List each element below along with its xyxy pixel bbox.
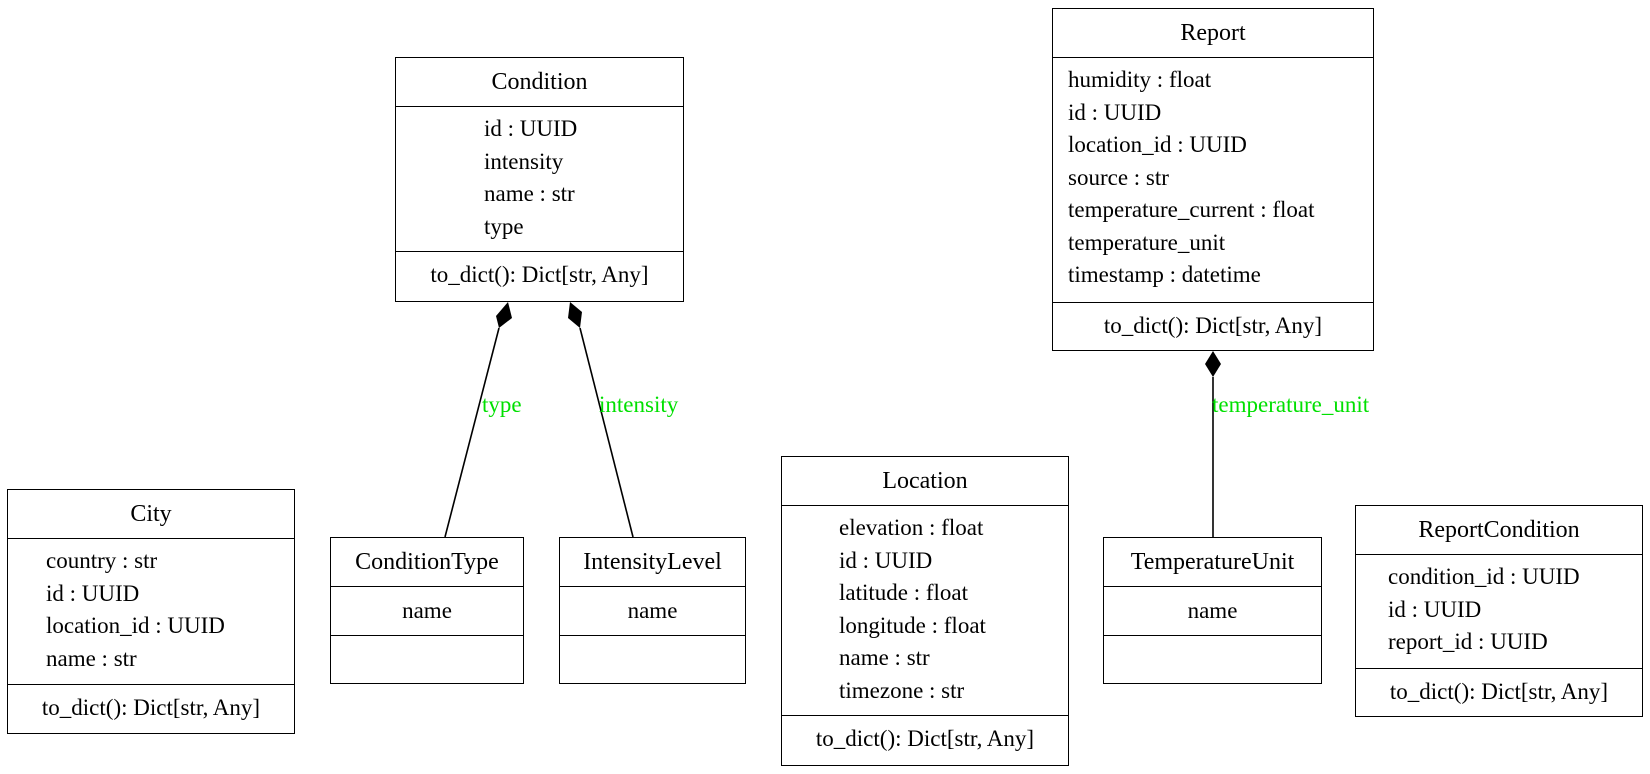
attribute: id : UUID <box>484 116 578 141</box>
attribute: temperature_current : float <box>1068 197 1315 222</box>
composition-diamond-icon <box>568 302 582 328</box>
class-report-condition: ReportCondition condition_id : UUID id :… <box>1355 505 1643 717</box>
attribute: location_id : UUID <box>1068 132 1247 157</box>
class-name: ReportCondition <box>1418 517 1580 543</box>
attribute: name : str <box>46 645 137 671</box>
class-report: Report humidity : float id : UUID locati… <box>1052 8 1374 351</box>
attribute: humidity : float <box>1068 67 1212 92</box>
attribute: name <box>627 598 678 623</box>
relation-intensity: intensity <box>568 302 679 538</box>
methods-section: to_dict(): Dict[str, Any] <box>396 251 683 300</box>
attribute: country : str <box>46 548 158 573</box>
class-name: Report <box>1180 20 1246 46</box>
method: to_dict(): Dict[str, Any] <box>1389 679 1609 704</box>
relation-type: type <box>444 302 522 538</box>
attribute: report_id : UUID <box>1388 629 1548 654</box>
attribute: longitude : float <box>839 612 986 638</box>
attribute: location_id : UUID <box>46 613 225 638</box>
class-city: City country : str id : UUID location_id… <box>7 489 295 734</box>
attributes-section: name <box>560 586 745 635</box>
attribute: condition_id : UUID <box>1388 564 1580 589</box>
composition-diamond-icon <box>1205 351 1221 377</box>
attributes-section: name <box>1104 586 1321 635</box>
attribute: type <box>484 213 524 239</box>
attributes-section: id : UUID intensity name : str type <box>396 106 683 251</box>
attribute: name : str <box>839 645 930 670</box>
relation-label-type: type <box>482 392 522 417</box>
attribute: id : UUID <box>839 547 933 573</box>
attribute: name <box>402 598 452 623</box>
attribute: id : UUID <box>46 580 140 606</box>
methods-section: to_dict(): Dict[str, Any] <box>1053 302 1373 350</box>
class-name: TemperatureUnit <box>1130 549 1295 575</box>
class-location: Location elevation : float id : UUID lat… <box>781 456 1069 766</box>
attributes-section: elevation : float id : UUID latitude : f… <box>782 505 1068 715</box>
class-name: Location <box>882 468 968 494</box>
attributes-section: humidity : float id : UUID location_id :… <box>1053 57 1373 302</box>
attributes-section: country : str id : UUID location_id : UU… <box>8 538 294 684</box>
attribute: name <box>1187 598 1238 623</box>
class-name: City <box>130 501 172 527</box>
attribute: timezone : str <box>839 677 965 703</box>
methods-section <box>331 635 523 683</box>
class-condition: Condition id : UUID intensity name : str… <box>395 57 684 302</box>
relation-label-temperature-unit: temperature_unit <box>1212 392 1370 417</box>
methods-section: to_dict(): Dict[str, Any] <box>782 715 1068 763</box>
class-name: Condition <box>491 69 588 95</box>
methods-section <box>560 635 745 683</box>
attribute: timestamp : datetime <box>1068 262 1261 287</box>
class-condition-type: ConditionType name <box>330 537 524 684</box>
class-temperature-unit: TemperatureUnit name <box>1103 537 1322 684</box>
composition-diamond-icon <box>496 302 512 328</box>
attribute: id : UUID <box>1388 596 1482 622</box>
class-name: ConditionType <box>355 549 499 575</box>
methods-section <box>1104 635 1321 683</box>
attribute: intensity <box>484 148 564 174</box>
relation-temperature-unit: temperature_unit <box>1205 351 1370 537</box>
attribute: temperature_unit <box>1068 229 1226 255</box>
attributes-section: condition_id : UUID id : UUID report_id … <box>1356 554 1642 668</box>
method: to_dict(): Dict[str, Any] <box>815 726 1035 751</box>
attribute: id : UUID <box>1068 99 1162 125</box>
attribute: latitude : float <box>839 580 969 605</box>
methods-section: to_dict(): Dict[str, Any] <box>8 684 294 732</box>
method: to_dict(): Dict[str, Any] <box>41 695 261 720</box>
attribute: name : str <box>484 181 575 206</box>
relation-label-intensity: intensity <box>599 392 679 417</box>
class-name: IntensityLevel <box>583 549 722 575</box>
method: to_dict(): Dict[str, Any] <box>430 262 649 287</box>
attribute: elevation : float <box>839 515 984 540</box>
method: to_dict(): Dict[str, Any] <box>1103 313 1323 338</box>
class-intensity-level: IntensityLevel name <box>559 537 746 684</box>
attribute: source : str <box>1068 164 1169 190</box>
methods-section: to_dict(): Dict[str, Any] <box>1356 668 1642 716</box>
attributes-section: name <box>331 586 523 635</box>
